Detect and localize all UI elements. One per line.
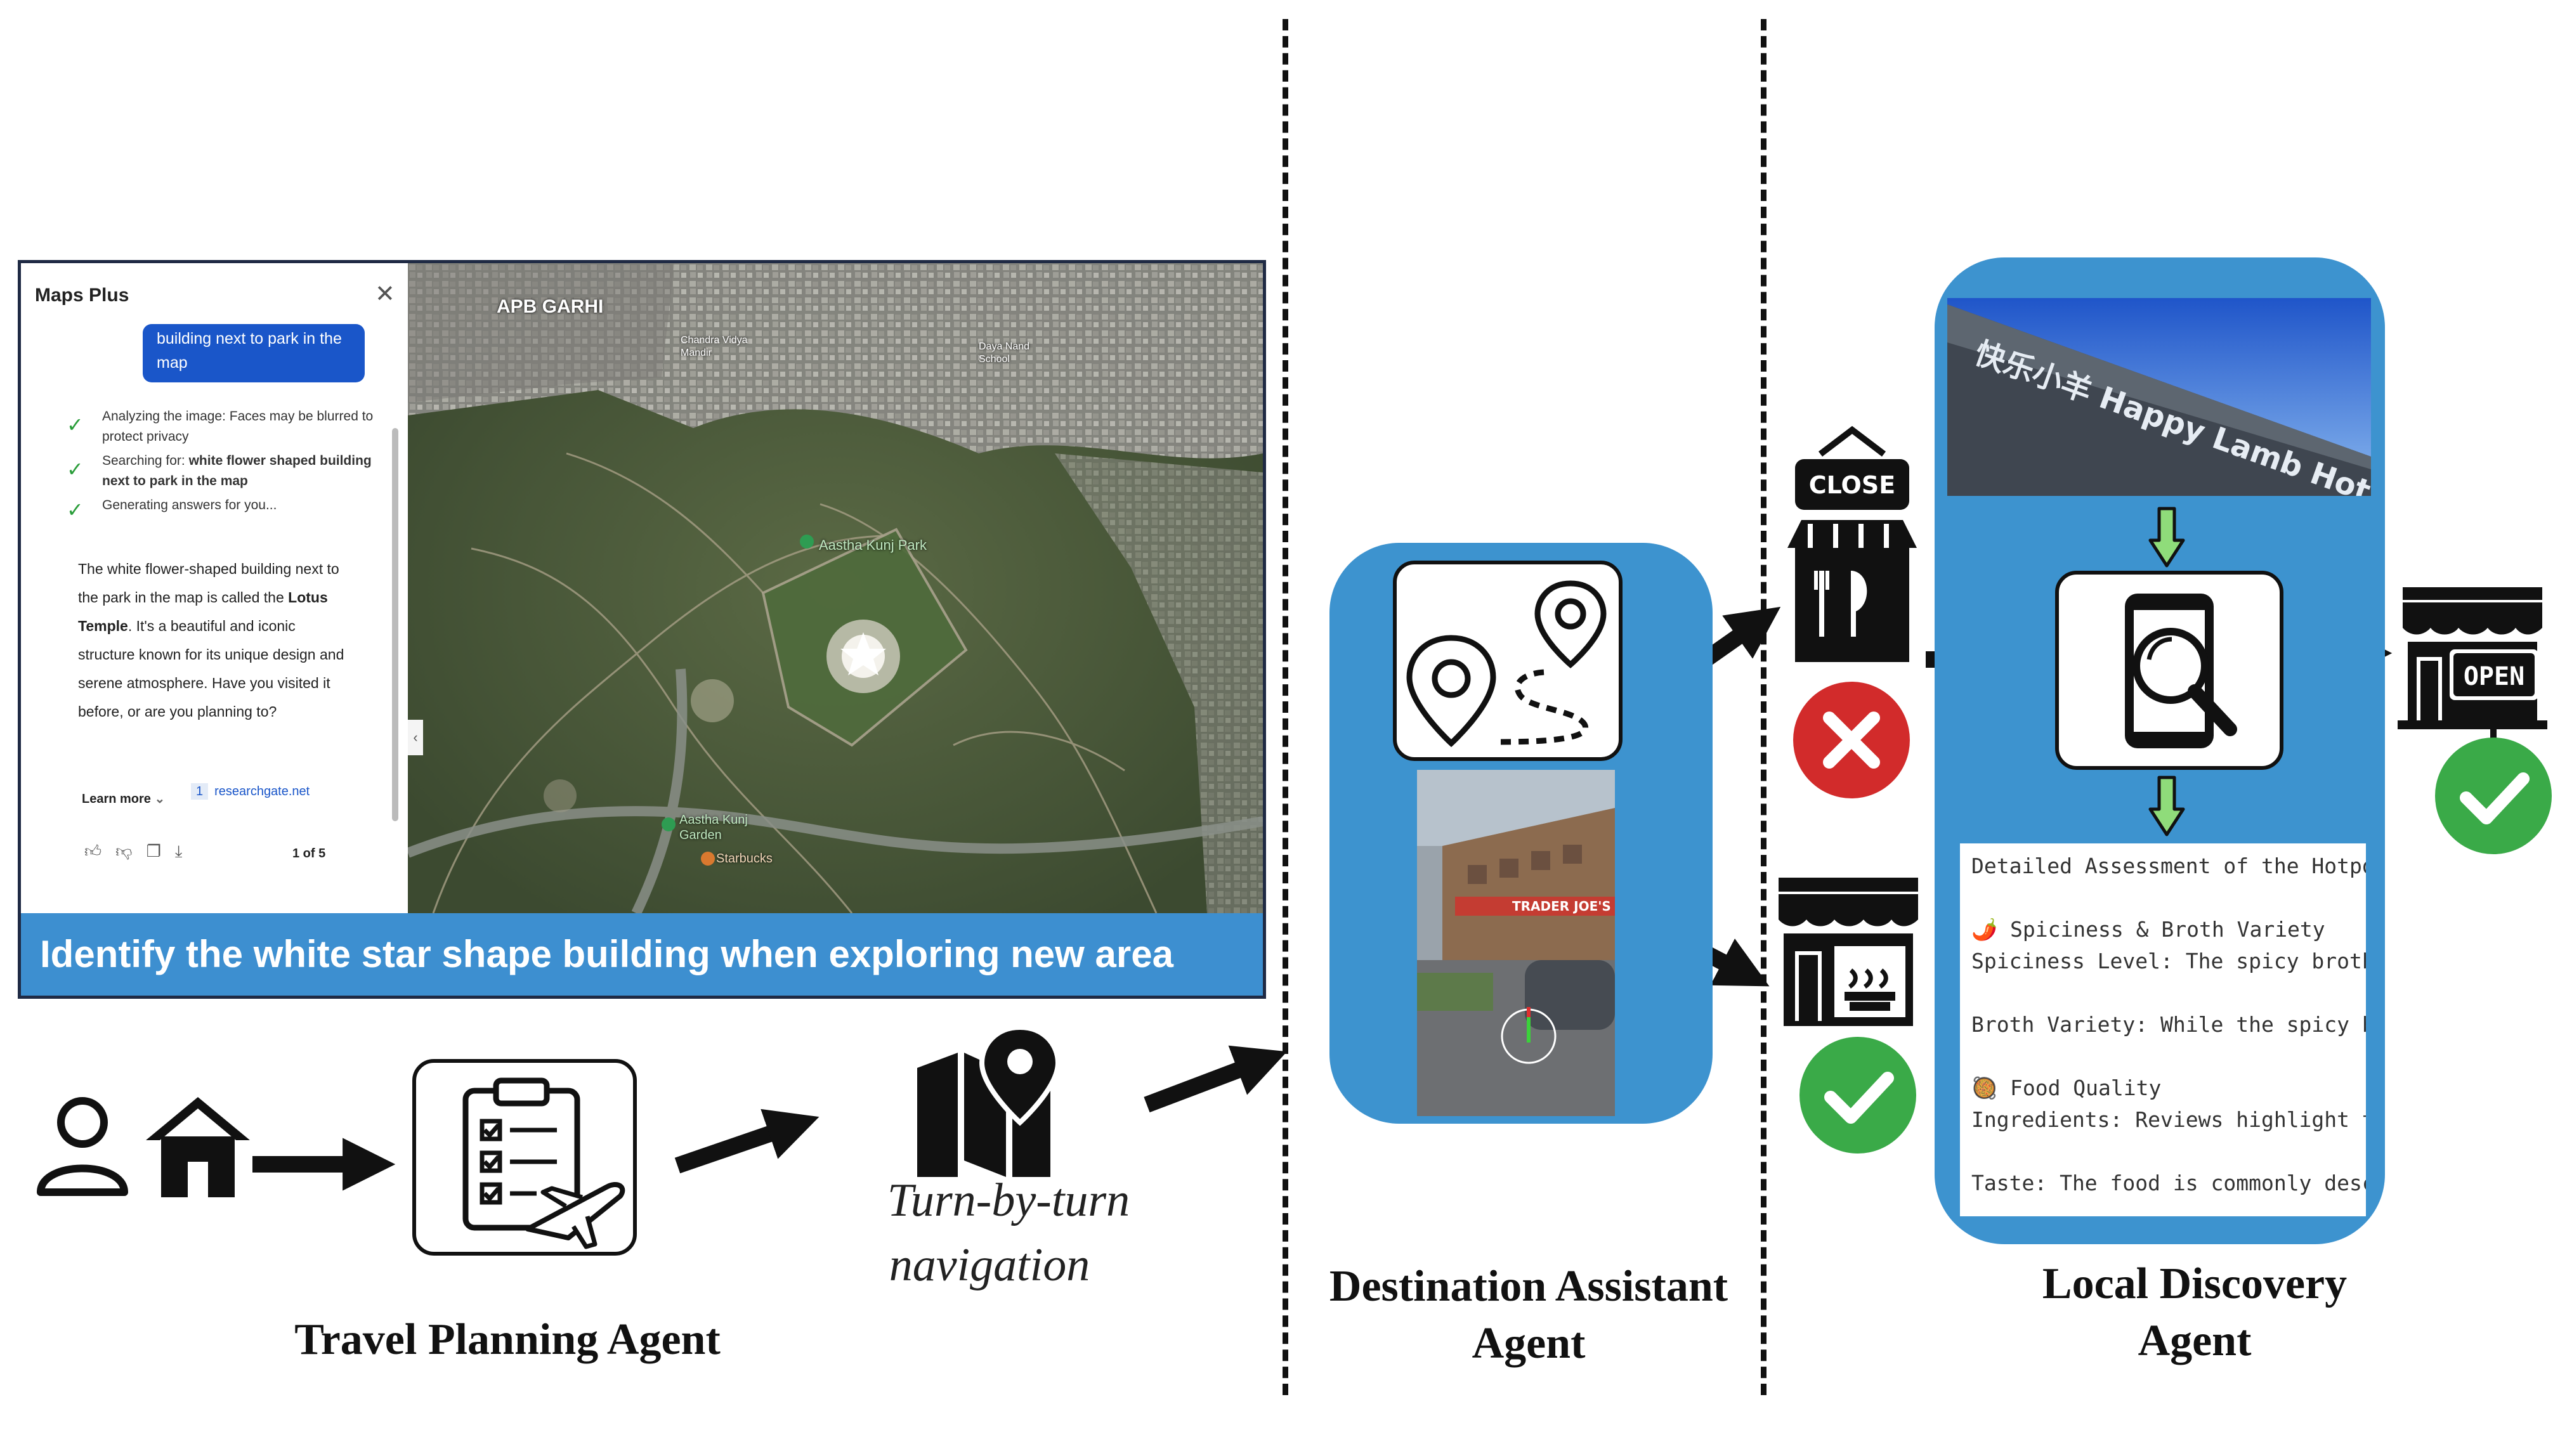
assessment-line-spice: Spiciness Level: The spicy broth is <box>1971 949 2366 973</box>
phone-magnifier-icon <box>2125 594 2237 748</box>
copy-icon[interactable]: ❐ <box>146 842 175 861</box>
answer-text-end: . It's a beautiful and iconic structure … <box>78 618 344 720</box>
assessment-heading-food-text: Food Quality <box>2009 1076 2162 1100</box>
collapse-panel-handle[interactable]: ‹ <box>408 720 423 755</box>
route-pins-icon <box>1406 580 1607 748</box>
route-box <box>1393 561 1623 761</box>
closed-x-icon <box>1793 682 1910 798</box>
thumbs-up-icon[interactable]: 👍︎ <box>84 842 116 861</box>
map-label-garden: Aastha Kunj Garden <box>679 813 748 842</box>
download-icon[interactable]: ⤓ <box>174 842 197 861</box>
app-title: Maps Plus <box>35 285 129 306</box>
person-icon <box>37 1097 128 1196</box>
assessment-title: Detailed Assessment of the Hotpot <box>1971 854 2366 878</box>
phone-search-box <box>2055 571 2283 770</box>
learn-more-button[interactable]: Learn more ⌄ <box>82 791 165 807</box>
step-generating: Generating answers for you... <box>102 498 277 512</box>
navigation-label: Turn-by-turn navigation <box>837 1168 1180 1297</box>
open-store-sign-icon: OPEN <box>2398 587 2547 741</box>
source-chip[interactable]: 1 researchgate.net <box>191 783 310 800</box>
thumbs-down-icon[interactable]: 👎︎ <box>115 842 147 861</box>
source-name: researchgate.net <box>214 784 310 798</box>
satellite-map-imagery <box>408 263 1263 913</box>
assessment-line-broth: Broth Variety: While the spicy broth <box>1971 1012 2366 1037</box>
screenshot-caption: Identify the white star shape building w… <box>21 913 1263 996</box>
destination-assistant-agent-label: Destination Assistant Agent <box>1294 1258 1763 1372</box>
food-emoji-icon: 🥘 <box>1971 1076 1998 1100</box>
chevron-down-icon: ⌄ <box>154 792 166 806</box>
svg-text:TRADER JOE'S: TRADER JOE'S <box>1512 899 1611 914</box>
destination-label-line1: Destination Assistant <box>1329 1262 1728 1311</box>
answer-pager[interactable]: 1 of 5 <box>292 847 326 861</box>
map-label-school-a: Chandra Vidya Mandir <box>681 335 748 358</box>
check-icon: ✓ <box>67 413 84 436</box>
maps-plus-screenshot: Maps Plus ✕ building next to park in the… <box>18 260 1266 999</box>
map-label-starbucks: Starbucks <box>716 852 773 866</box>
user-message-bubble: building next to park in the map <box>143 324 365 382</box>
answer-text-bold: Lotus Temple <box>78 589 328 634</box>
park-pin-icon <box>800 535 814 549</box>
step-searching: Searching for: white flower shaped build… <box>102 451 381 491</box>
navigation-label-line2: navigation <box>889 1239 1090 1291</box>
local-discovery-agent-label: Local Discovery Agent <box>1954 1256 2436 1370</box>
satellite-map[interactable]: APB GARHI Aastha Kunj Park Aastha Kunj G… <box>408 263 1263 913</box>
check-icon: ✓ <box>67 458 84 481</box>
check-icon: ✓ <box>67 498 84 521</box>
close-sign-text: CLOSE <box>1809 471 1895 499</box>
folded-map-pin-icon <box>917 1027 1061 1177</box>
storefront-photo: 快乐小羊 Happy Lamb Hot Pot <box>1947 298 2371 496</box>
cafe-pin-icon <box>701 852 715 866</box>
open-check-icon-right <box>2435 738 2552 854</box>
divider-right <box>1761 19 1767 1395</box>
lotus-temple <box>826 620 900 693</box>
hotpot-assessment-panel: Detailed Assessment of the Hotpot 🌶️ Spi… <box>1960 843 2366 1216</box>
garden-pin-icon <box>662 817 676 831</box>
assessment-line-ingredients: Ingredients: Reviews highlight the <box>1971 1107 2366 1132</box>
user-home-icons <box>37 1097 250 1197</box>
step-analyzing: Analyzing the image: Faces may be blurre… <box>102 409 374 444</box>
answer-text-start: The white flower-shaped building next to… <box>78 561 339 606</box>
map-label-park: Aastha Kunj Park <box>819 537 927 553</box>
clipboard-plane-icon <box>462 1077 625 1249</box>
open-check-icon <box>1799 1037 1916 1154</box>
source-count: 1 <box>191 783 209 800</box>
travel-planning-agent-label: Travel Planning Agent <box>294 1315 721 1364</box>
assistant-answer: The white flower-shaped building next to… <box>78 555 351 726</box>
local-label-line2: Agent <box>2138 1316 2252 1365</box>
home-icon <box>146 1097 250 1197</box>
closed-store-icon: CLOSE <box>1787 426 1917 662</box>
step-searching-query: white flower shaped building next to par… <box>102 453 372 488</box>
assessment-heading-spice: 🌶️ Spiciness & Broth Variety <box>1971 917 2325 942</box>
destination-label-line2: Agent <box>1472 1319 1586 1368</box>
local-label-line1: Local Discovery <box>2042 1259 2348 1308</box>
open-sign-text: OPEN <box>2464 662 2524 691</box>
step-searching-prefix: Searching for: <box>102 453 189 468</box>
map-label-school-b: Daya Nand School <box>979 341 1030 365</box>
travel-plan-box <box>412 1059 637 1256</box>
chat-scrollbar[interactable] <box>392 428 398 821</box>
assessment-heading-food: 🥘 Food Quality <box>1971 1076 2161 1101</box>
down-arrow-green-bottom <box>2148 776 2185 836</box>
parking-lot-photo: TRADER JOE'S <box>1417 770 1615 1116</box>
arrow-nav-to-destination <box>1144 1045 1288 1113</box>
down-arrow-green-top <box>2148 507 2185 568</box>
assessment-line-taste: Taste: The food is commonly described <box>1971 1171 2366 1195</box>
close-icon[interactable]: ✕ <box>375 281 395 308</box>
chili-emoji-icon: 🌶️ <box>1971 917 1998 942</box>
map-label-apb-garhi: APB GARHI <box>497 296 604 317</box>
navigation-label-line1: Turn-by-turn <box>887 1174 1130 1226</box>
chat-panel: Maps Plus ✕ building next to park in the… <box>21 263 402 913</box>
divider-left <box>1283 19 1288 1395</box>
arrow-planner-to-nav <box>674 1108 820 1174</box>
learn-more-label: Learn more <box>82 792 151 806</box>
assessment-heading-spice-text: Spiciness & Broth Variety <box>2009 917 2325 942</box>
open-store-icon <box>1779 878 1918 1026</box>
feedback-icons: 👍︎👎︎❐⤓ <box>84 842 196 862</box>
